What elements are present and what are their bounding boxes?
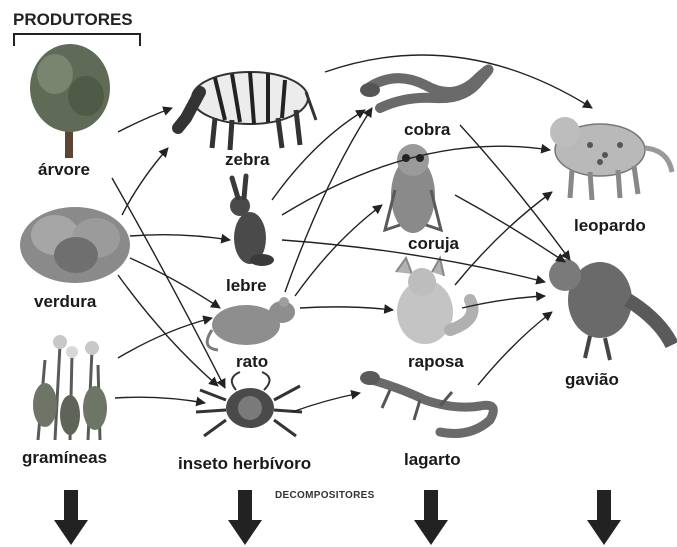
- decomposers-label: DECOMPOSITORES: [275, 490, 375, 501]
- tree-illustration: [30, 44, 110, 158]
- label-lagarto: lagarto: [404, 450, 461, 470]
- label-arvore: árvore: [38, 160, 90, 180]
- label-inseto: inseto herbívoro: [178, 454, 311, 474]
- decomposer-arrow-4: [587, 490, 621, 545]
- label-coruja: coruja: [408, 234, 459, 254]
- producers-header: PRODUTORES: [13, 10, 133, 30]
- arrow-gramineas-inseto: [115, 397, 205, 403]
- fox-illustration: [396, 258, 473, 344]
- hawk-illustration: [549, 259, 672, 360]
- arrow-arvore-inseto: [112, 178, 225, 388]
- zebra-illustration: [178, 72, 316, 150]
- arrow-verdura-rato: [130, 258, 220, 308]
- rat-illustration: [207, 297, 295, 350]
- arrow-rato-raposa: [300, 307, 393, 310]
- arrow-lagarto-gaviao: [478, 312, 552, 385]
- label-lebre: lebre: [226, 276, 267, 296]
- lettuce-illustration: [20, 207, 130, 283]
- label-raposa: raposa: [408, 352, 464, 372]
- arrow-coruja-gaviao: [455, 195, 565, 262]
- insect-illustration: [196, 372, 302, 436]
- label-cobra: cobra: [404, 120, 450, 140]
- producers-bracket: [14, 34, 140, 46]
- label-rato: rato: [236, 352, 268, 372]
- snake-illustration: [360, 69, 489, 108]
- decomposer-arrow-2: [228, 490, 262, 545]
- arrow-lebre-cobra: [272, 110, 365, 200]
- label-zebra: zebra: [225, 150, 269, 170]
- label-gramineas: gramíneas: [22, 448, 107, 468]
- arrow-inseto-lagarto: [292, 393, 360, 412]
- decomposer-arrow-3: [414, 490, 448, 545]
- lizard-illustration: [360, 371, 493, 434]
- arrow-gramineas-rato: [118, 318, 212, 358]
- leopard-illustration: [550, 117, 672, 200]
- arrow-verdura-zebra: [122, 148, 168, 215]
- feeding-arrows: [112, 55, 592, 412]
- label-gaviao: gavião: [565, 370, 619, 390]
- decomposer-arrow-1: [54, 490, 88, 545]
- arrow-cobra-gaviao: [460, 125, 570, 260]
- hare-illustration: [230, 176, 274, 266]
- arrow-raposa-leopardo: [455, 192, 552, 285]
- grass-illustration: [33, 335, 107, 440]
- arrow-arvore-zebra: [118, 108, 172, 132]
- label-leopardo: leopardo: [574, 216, 646, 236]
- arrow-rato-coruja: [295, 205, 382, 296]
- arrow-verdura-inseto: [118, 275, 218, 386]
- label-verdura: verdura: [34, 292, 96, 312]
